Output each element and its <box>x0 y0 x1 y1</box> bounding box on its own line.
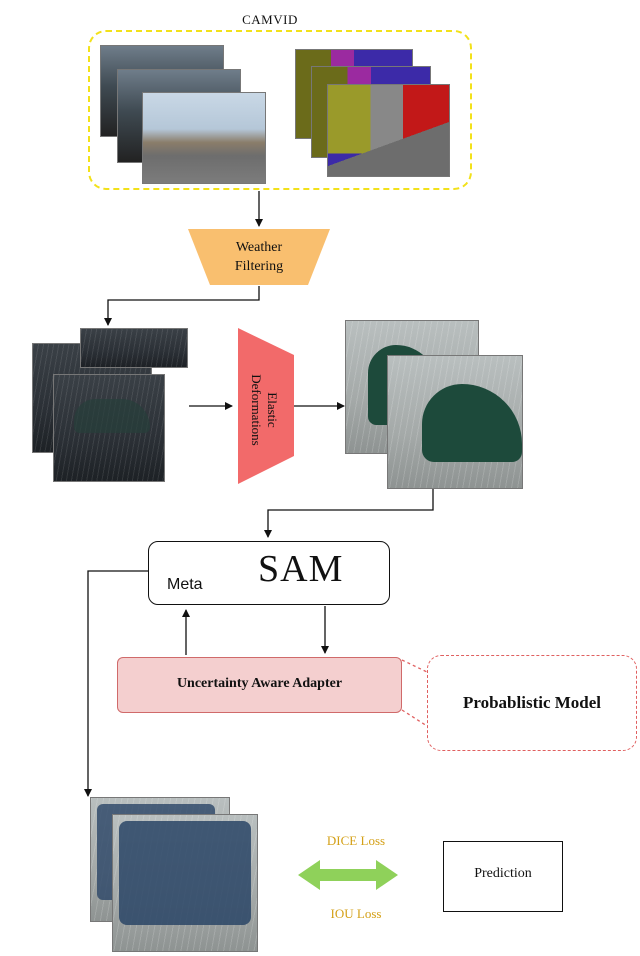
arrow-sam-to-output <box>84 570 148 797</box>
sam-box <box>148 541 390 605</box>
elastic-deformations-trapezoid <box>238 328 294 484</box>
dice-loss-label: DICE Loss <box>326 833 386 848</box>
arrow-deformed-to-sam <box>264 489 434 538</box>
output-mask-front-fill <box>119 821 251 925</box>
weather-filtering-label: Weather Filtering <box>188 238 330 276</box>
uncertainty-adapter-box <box>117 657 402 713</box>
connector-adapter-prob-bottom <box>401 709 428 727</box>
elastic-label-line2: Deformations <box>249 374 264 446</box>
weather-label-line1: Weather <box>235 240 283 255</box>
rainy-image-front <box>53 374 165 482</box>
probabilistic-model-label: Probablistic Model <box>462 693 602 712</box>
loss-double-arrow <box>298 860 398 890</box>
probabilistic-model-box <box>427 655 637 751</box>
connector-adapter-prob-top <box>401 659 428 673</box>
meta-logo-text: Meta <box>167 576 203 593</box>
camvid-image-front <box>142 92 266 184</box>
weather-label-line2: Filtering <box>234 259 284 274</box>
rainy-image-top <box>80 328 188 368</box>
deformed-mask-front <box>422 384 522 462</box>
elastic-label-line1: Elastic <box>265 392 280 428</box>
iou-loss-label: IOU Loss <box>330 906 382 921</box>
output-mask-front <box>112 814 258 952</box>
weather-filtering-trapezoid <box>188 229 330 285</box>
prediction-box <box>443 841 563 912</box>
arrow-weather-to-rainy <box>104 286 260 326</box>
camvid-label-front <box>327 84 450 177</box>
camvid-dashed-box <box>88 30 472 190</box>
prediction-label: Prediction <box>474 866 532 881</box>
deformed-image-front <box>387 355 523 489</box>
dataset-title: CAMVID <box>242 12 298 27</box>
sam-label: SAM <box>258 548 344 590</box>
elastic-deformations-label: Elastic Deformations <box>249 335 280 485</box>
rainy-car-shape <box>74 399 150 433</box>
uncertainty-adapter-label: Uncertainty Aware Adapter <box>176 676 343 691</box>
